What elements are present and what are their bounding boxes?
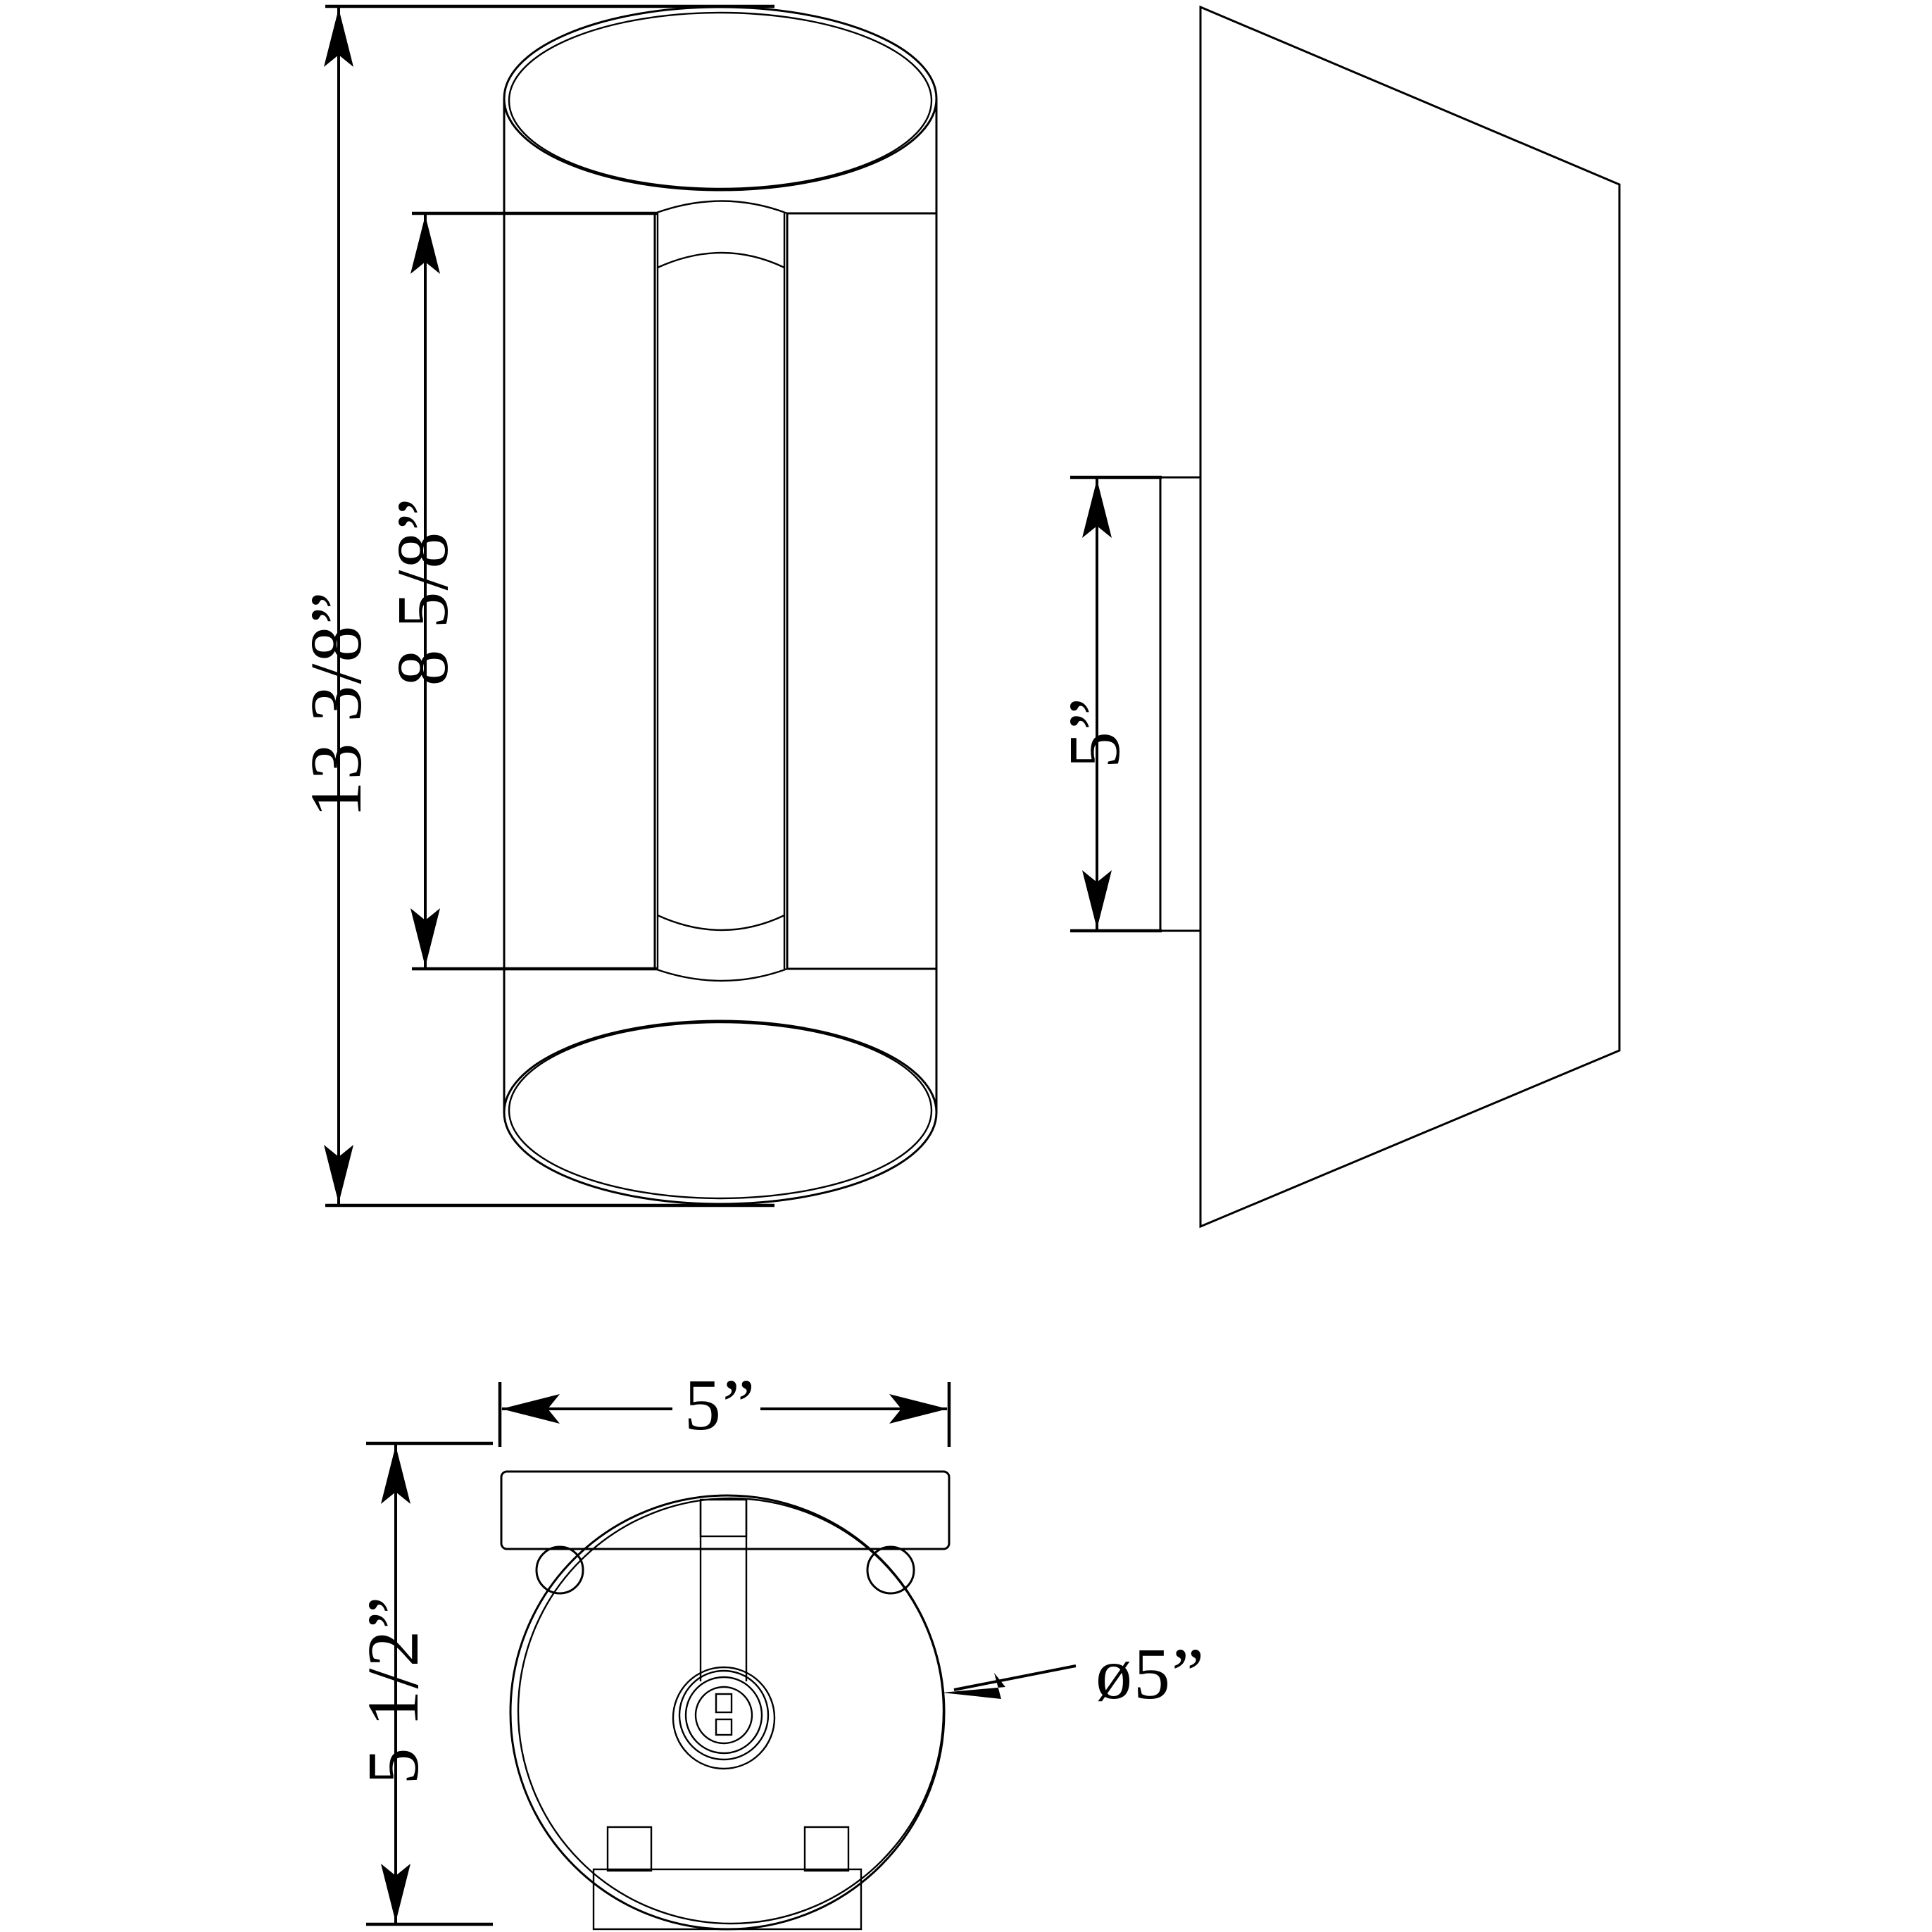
side-elevation-view: 5” bbox=[1054, 5, 1621, 1229]
socket-ring-2 bbox=[678, 1669, 770, 1761]
plan-bracket-base bbox=[592, 1868, 862, 1931]
top-rim-inner-ellipse bbox=[508, 11, 933, 190]
arrowhead-right-5plan bbox=[889, 1394, 948, 1424]
dimension-label-plan-depth: 5 1/2” bbox=[353, 1595, 434, 1784]
dimension-label-plan-width: 5” bbox=[684, 1365, 756, 1445]
dimension-label-overall-height: 13 3/8” bbox=[296, 590, 377, 817]
plan-screw-right bbox=[866, 1545, 915, 1595]
arrowhead-up-13 bbox=[324, 8, 353, 67]
leader-line-diameter bbox=[953, 1664, 1077, 1691]
dimension-body-height: 8 5/8” bbox=[382, 211, 658, 971]
arrowhead-up-5side bbox=[1082, 479, 1112, 538]
socket-ring-3 bbox=[684, 1676, 763, 1755]
dimension-label-backplate-height: 5” bbox=[1054, 696, 1135, 768]
inner-cylinder-top-arc bbox=[657, 251, 785, 269]
bottom-inner-opening-arc bbox=[654, 967, 788, 982]
dimension-label-body-height: 8 5/8” bbox=[382, 496, 463, 686]
socket-contact-lower bbox=[715, 1718, 733, 1736]
plan-wall-plate bbox=[500, 1470, 951, 1550]
socket-ring-outer bbox=[672, 1666, 776, 1770]
arrowhead-left-5plan bbox=[501, 1394, 560, 1424]
top-inner-opening-arc bbox=[654, 200, 788, 215]
plan-bracket-tab-right bbox=[803, 1826, 850, 1872]
front-elevation-view: 13 3/8” 8 5/8” bbox=[296, 4, 938, 1208]
plan-strap-top-block bbox=[699, 1498, 748, 1538]
arrowhead-up-512 bbox=[381, 1445, 410, 1504]
side-shade-trapezoid bbox=[1199, 5, 1621, 1229]
shade-right-panel bbox=[786, 212, 936, 970]
dimension-plan-width: 5” bbox=[498, 1365, 951, 1447]
top-plan-view: 5” 5 1/2” ø5” bbox=[353, 1365, 1205, 1931]
arrowhead-up-858 bbox=[410, 215, 440, 274]
shade-left-panel bbox=[504, 212, 656, 970]
arrowhead-diameter bbox=[942, 1673, 1005, 1699]
arrowhead-down-13 bbox=[324, 1145, 353, 1203]
bottom-rim-inner-ellipse bbox=[508, 1021, 933, 1200]
dimension-label-cylinder-diameter: ø5” bbox=[1096, 1633, 1205, 1714]
arrowhead-down-5side bbox=[1082, 870, 1112, 929]
socket-contact-upper bbox=[715, 1693, 733, 1714]
plan-screw-left bbox=[535, 1545, 584, 1595]
inner-cylinder-bottom-arc bbox=[657, 914, 785, 932]
arrowhead-down-512 bbox=[381, 1864, 410, 1922]
plan-bracket-tab-left bbox=[606, 1826, 653, 1872]
socket-ring-inner bbox=[694, 1686, 753, 1745]
dimension-plan-depth: 5 1/2” bbox=[353, 1441, 493, 1926]
dimension-overall-height: 13 3/8” bbox=[296, 4, 774, 1208]
arrowhead-down-858 bbox=[410, 908, 440, 967]
dimension-backplate-height: 5” bbox=[1054, 475, 1162, 933]
plan-body-inner-circle bbox=[517, 1497, 945, 1925]
dimension-cylinder-diameter: ø5” bbox=[942, 1633, 1205, 1714]
wall-backplate bbox=[1159, 476, 1202, 932]
